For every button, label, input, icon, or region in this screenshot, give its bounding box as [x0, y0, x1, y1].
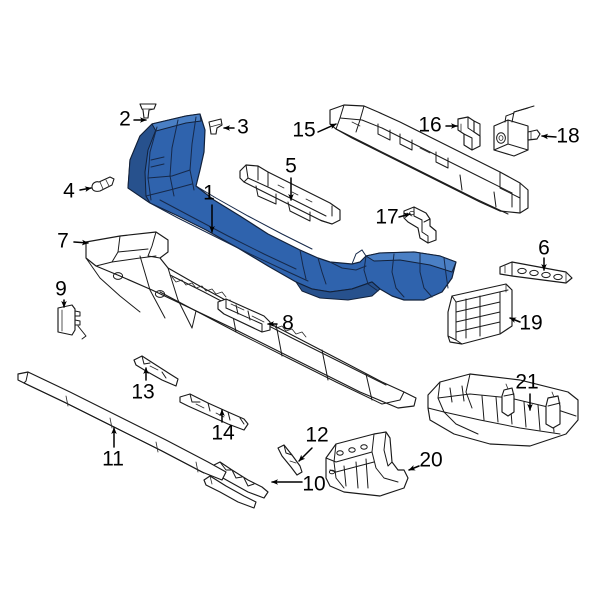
callout-label-20: 20 [419, 449, 442, 472]
callout-label-18: 18 [556, 125, 579, 148]
part-ribbed-side-support[interactable] [447, 283, 513, 345]
callout-label-17: 17 [375, 206, 398, 229]
part-sensor-mounting-bracket[interactable] [457, 116, 481, 151]
part-under-shield-panel[interactable] [325, 431, 409, 497]
part-impact-reinforcement-beam[interactable] [329, 104, 529, 215]
leader-19 [509, 317, 521, 323]
part-park-assist-camera[interactable] [493, 105, 541, 157]
part-tapered-screw-clip[interactable] [91, 176, 115, 192]
leader-7 [73, 239, 89, 246]
part-side-support-bracket[interactable] [217, 298, 271, 333]
leader-20 [408, 465, 420, 471]
part-long-molding-strip[interactable] [17, 371, 227, 481]
leader-12 [298, 447, 313, 462]
part-center-trim-insert[interactable] [179, 393, 249, 431]
callout-label-2: 2 [119, 108, 131, 131]
leader-18 [541, 133, 557, 140]
part-rear-bumper-cover[interactable] [127, 113, 457, 301]
callout-label-15: 15 [292, 119, 315, 142]
callout-label-13: 13 [131, 381, 154, 404]
callout-label-5: 5 [285, 155, 297, 178]
callout-label-4: 4 [63, 180, 75, 203]
callout-label-1: 1 [203, 182, 215, 205]
leader-17 [398, 212, 411, 219]
part-short-trim-insert[interactable] [133, 355, 179, 387]
part-small-retainer-clip[interactable] [57, 304, 87, 340]
callout-label-7: 7 [57, 230, 69, 253]
callout-label-3: 3 [237, 116, 249, 139]
callout-label-16: 16 [418, 114, 441, 137]
part-push-clip-3[interactable] [208, 118, 223, 135]
part-push-clip-2[interactable] [139, 103, 157, 119]
callout-label-14: 14 [211, 422, 235, 445]
leader-4 [79, 186, 92, 192]
callout-label-11: 11 [102, 448, 124, 471]
callout-label-10: 10 [302, 473, 325, 496]
leader-15 [317, 123, 337, 133]
part-lower-corner-trim[interactable] [203, 461, 269, 509]
part-guide-bracket[interactable] [403, 206, 437, 244]
callout-label-9: 9 [55, 278, 67, 301]
part-energy-absorber[interactable] [427, 373, 579, 447]
part-small-corner-trim[interactable] [277, 444, 303, 476]
callout-label-21: 21 [515, 371, 538, 394]
callout-label-6: 6 [538, 237, 550, 260]
callout-label-8: 8 [282, 312, 294, 335]
callout-label-19: 19 [519, 312, 542, 335]
part-perforated-mounting-strip[interactable] [499, 261, 573, 284]
callout-label-12: 12 [305, 424, 328, 447]
